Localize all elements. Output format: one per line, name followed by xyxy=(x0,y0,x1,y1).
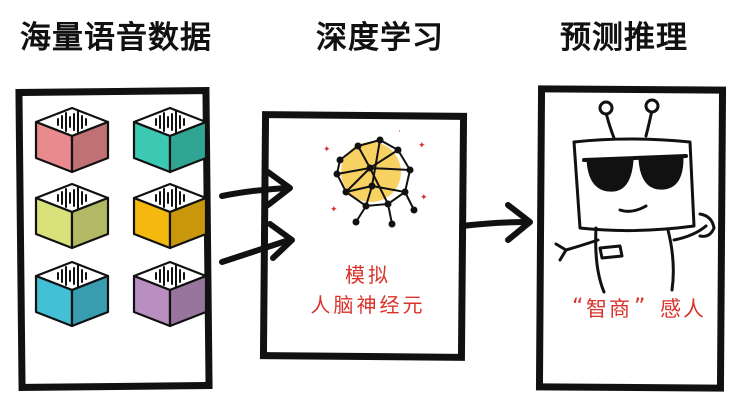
arrow-right-icon xyxy=(219,221,295,265)
svg-text:✦: ✦ xyxy=(418,141,426,151)
speech-cubes xyxy=(34,106,208,328)
heading-prediction-inference: 预测推理 xyxy=(560,20,688,56)
audio-cube-icon xyxy=(132,182,208,250)
caption-quote-close: ” xyxy=(634,295,645,320)
robot-icon xyxy=(554,98,716,294)
caption-simulate: 模拟 xyxy=(345,263,391,287)
heading-deep-learning: 深度学习 xyxy=(316,20,444,56)
audio-cube-icon xyxy=(34,106,110,174)
svg-text:✦: ✦ xyxy=(330,205,338,215)
caption-quote-open: “ xyxy=(572,295,583,320)
svg-text:✦: ✦ xyxy=(323,145,331,155)
arrow-right-icon xyxy=(219,169,293,208)
caption-touching: 感人 xyxy=(660,297,706,321)
neural-network-icon: ✦ ✦ ✦ ✦ · xyxy=(323,127,428,228)
audio-cube-icon xyxy=(34,182,110,250)
svg-text:·: · xyxy=(398,127,401,137)
audio-cube-icon xyxy=(34,260,110,328)
caption-iq: 智商 xyxy=(586,297,632,321)
caption-brain-neurons: 人脑神经元 xyxy=(311,293,426,317)
audio-cube-icon xyxy=(132,260,208,328)
heading-massive-speech-data: 海量语音数据 xyxy=(20,20,212,56)
arrow-right-icon xyxy=(459,202,533,243)
audio-cube-icon xyxy=(132,106,208,174)
svg-text:✦: ✦ xyxy=(420,193,428,203)
